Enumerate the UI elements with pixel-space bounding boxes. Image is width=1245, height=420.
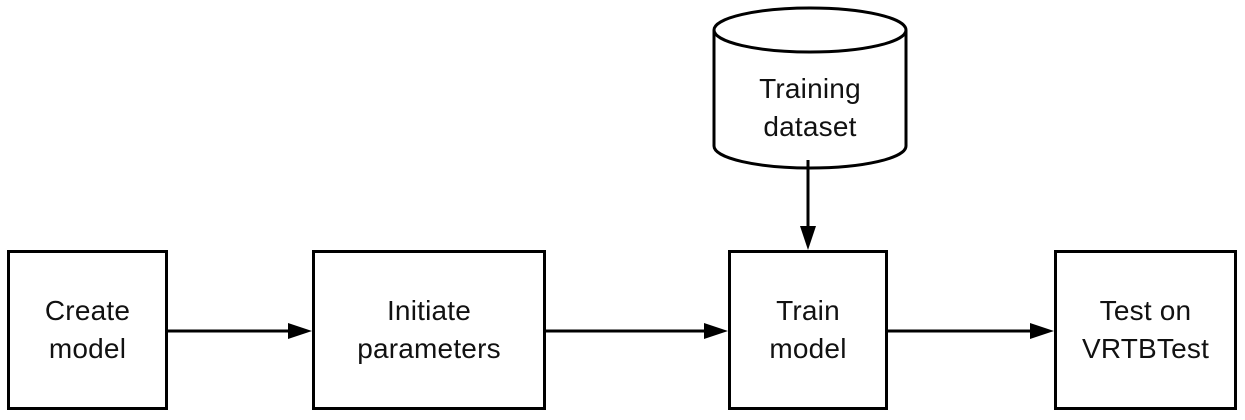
arrow-train-to-test [888, 323, 1054, 339]
node-test-on-vrtbtest: Test on VRTBTest [1054, 250, 1237, 410]
node-initiate-parameters: Initiate parameters [312, 250, 546, 410]
node-train-model-label: Train model [769, 295, 847, 364]
node-initiate-parameters-label: Initiate parameters [357, 295, 501, 364]
node-train-model: Train model [728, 250, 888, 410]
arrow-create-to-initiate [168, 323, 312, 339]
arrow-initiate-to-train [546, 323, 728, 339]
node-create-model: Create model [7, 250, 168, 410]
arrow-dataset-to-train [800, 160, 816, 250]
node-test-on-vrtbtest-label: Test on VRTBTest [1081, 295, 1210, 364]
datastore-cylinder-shape [712, 6, 908, 170]
node-create-model-label: Create model [44, 295, 131, 364]
node-training-dataset-label: Training dataset [759, 73, 861, 142]
node-training-dataset: Training dataset [712, 52, 908, 164]
